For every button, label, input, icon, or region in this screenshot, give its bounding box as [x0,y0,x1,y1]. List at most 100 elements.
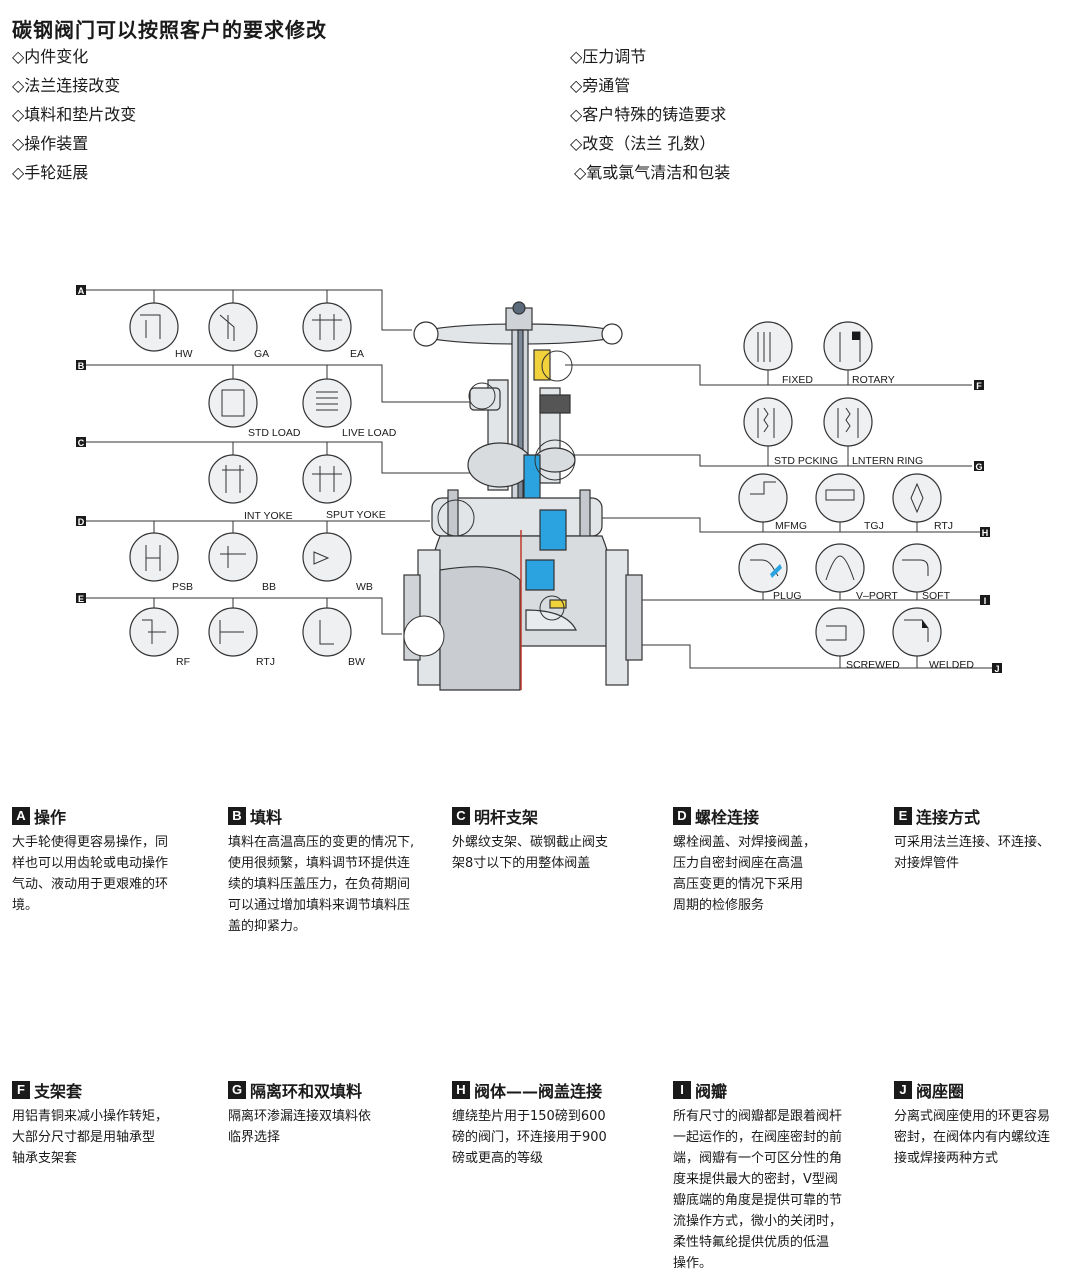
section-d-line: 螺栓阀盖、对焊接阀盖， [673,835,817,850]
option-right-1: ◇压力调节 [570,47,647,66]
detail-lntern-ring [823,397,873,447]
detail-std-pcking [743,397,793,447]
section-c-badge: C [452,807,470,825]
badge-i: I [984,596,987,606]
section-f-line: 大部分尺寸都是用轴承型 [12,1130,156,1145]
section-i-title: 阀瓣 [695,1082,728,1101]
section-a-title: 操作 [34,808,67,827]
leader-a [86,289,412,331]
section-i-badge: I [673,1081,691,1099]
option-left-1: ◇内件变化 [12,47,89,66]
option-left-5: ◇手轮延展 [12,163,89,182]
leader-c [86,441,470,474]
label-welded: WELDED [929,659,974,671]
label-screwed: SCREWED [846,659,900,671]
section-j-line: 分离式阀座使用的环更容易 [894,1109,1051,1124]
badge-d: D [78,517,85,527]
label-live-load: LIVE LOAD [342,427,397,439]
label-sput-yoke: SPUT YOKE [326,509,386,521]
detail-int-yoke [208,454,258,504]
section-b-line: 盖的抑紧力。 [228,919,307,934]
label-rotary: ROTARY [852,374,895,386]
section-h-line: 磅的阀门，环连接用于900 [452,1130,607,1145]
section-i-line: 所有尺寸的阀瓣都是跟着阀杆 [673,1109,843,1124]
label-mfmg: MFMG [775,520,807,532]
section-i-line: 瓣底端的角度是提供可靠的节 [673,1193,843,1208]
section-g-line: 临界选择 [228,1130,281,1145]
section-b-line: 可以通过增加填料来调节填料压 [228,898,411,913]
detail-wb [302,532,352,582]
option-right-2: ◇旁通管 [570,76,631,95]
section-e-line: 可采用法兰连接、环连接、 [894,835,1051,850]
section-a-line: 样也可以用齿轮或电动操作 [12,856,169,871]
section-h-line: 缠绕垫片用于150磅到600 [452,1109,606,1124]
section-h-line: 磅或更高的等级 [452,1151,544,1166]
section-i-line: 一起运作的，在阀座密封的前 [673,1130,843,1145]
badge-a: A [78,286,85,296]
section-f-line: 用铝青铜来减小操作转矩， [12,1109,169,1124]
detail-sput-yoke [302,454,352,504]
detail-ga [208,302,258,352]
detail-ea [302,302,352,352]
detail-screwed [815,607,865,657]
section-b-line: 使用很频繁，填料调节环提供连 [228,856,411,871]
detail-fixed [743,321,793,371]
detail-live-load [302,378,352,428]
leader-g [548,454,972,467]
detail-std-load [208,378,258,428]
section-i-line: 操作。 [673,1256,713,1271]
valve-diagram: A B C D E F G H I J [76,285,1002,691]
label-int-yoke: INT YOKE [244,510,293,522]
label-soft: SOFT [922,590,951,602]
section-d-line: 压力自密封阀座在高温 [673,856,804,871]
section-e-badge: E [894,807,912,825]
section-c-line: 外螺纹支架、碳钢截止阀支 [452,835,609,850]
detail-bw [302,607,352,657]
detail-mfmg [738,473,788,523]
badge-g: G [975,462,982,472]
section-d-line: 高压变更的情况下采用 [673,877,804,892]
detail-welded [892,607,942,657]
label-std-load: STD LOAD [248,427,301,439]
detail-tgj [815,473,865,523]
section-h-title: 阀体——阀盖连接 [474,1082,603,1101]
section-j-line: 密封，在阀体内有内螺纹连 [894,1130,1051,1145]
section-j-title: 阀座圈 [916,1082,965,1101]
leader-f [565,364,972,386]
section-a-badge: A [12,807,30,825]
label-bw: BW [348,656,365,668]
page-title: 碳钢阀门可以按照客户的要求修改 [12,18,327,42]
detail-soft [892,543,942,593]
section-e-title: 连接方式 [916,808,981,827]
option-right-5: ◇氧或氯气清洁和包装 [574,163,731,182]
section-d-title: 螺栓连接 [695,808,760,827]
badge-b: B [78,361,85,371]
detail-v-port [815,543,865,593]
label-wb: WB [356,581,373,593]
option-right-3: ◇客户特殊的铸造要求 [570,105,727,124]
label-ga: GA [254,348,269,360]
detail-psb [129,532,179,582]
detail-bb [208,532,258,582]
label-v-port: V–PORT [856,590,898,602]
section-d-badge: D [673,807,691,825]
section-b-line: 续的填料压盖压力，在负荷期间 [228,877,411,892]
section-g-title: 隔离环和双填料 [250,1082,363,1101]
badge-f: F [976,381,982,391]
section-c-line: 架8寸以下的用整体阀盖 [452,856,591,871]
section-b-title: 填料 [250,808,283,827]
label-rtj-e: RTJ [256,656,275,668]
section-h-badge: H [452,1081,470,1099]
section-g-badge: G [228,1081,246,1099]
detail-plug [738,543,788,593]
badge-e: E [78,594,84,604]
leader-b [86,364,470,403]
option-left-4: ◇操作装置 [12,134,89,153]
